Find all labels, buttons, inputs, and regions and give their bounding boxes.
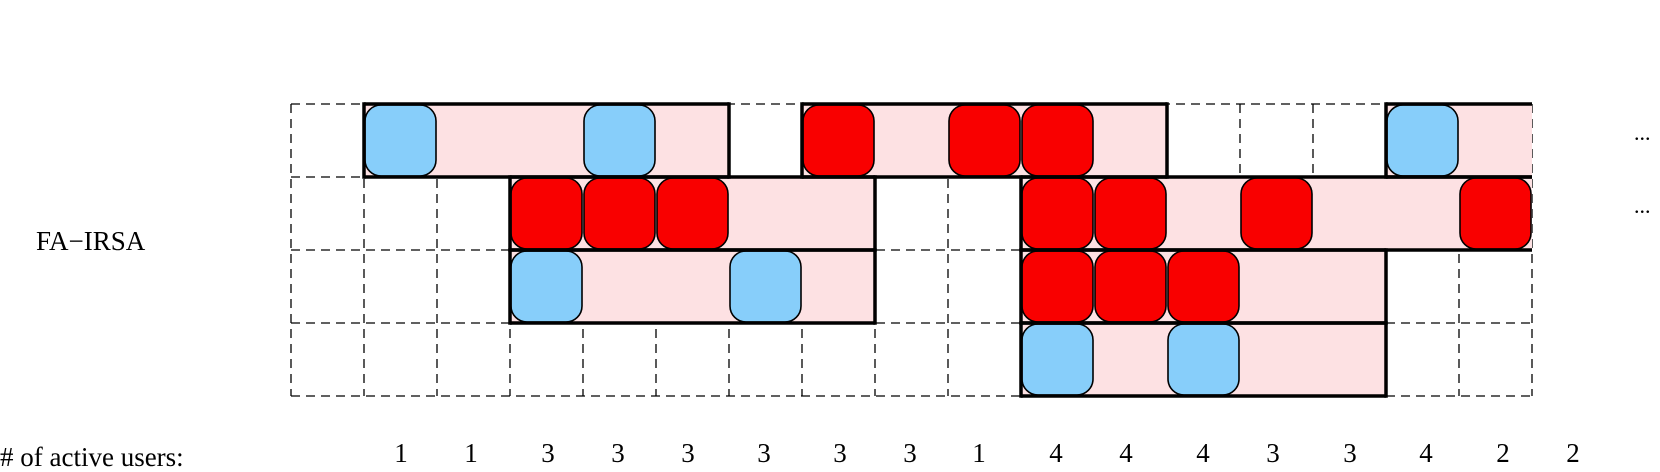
continuation-marker-row-1: ...	[1634, 120, 1651, 145]
replica-packet	[948, 104, 1021, 177]
active-user-count: 1	[972, 438, 986, 468]
start-marker-packet	[364, 104, 437, 177]
replica-packet	[1167, 250, 1240, 323]
scheme-label: FA−IRSA	[36, 226, 146, 256]
active-user-count: 3	[681, 438, 695, 468]
active-user-count: 1	[394, 438, 408, 468]
active-user-count: 1	[464, 438, 478, 468]
frame-borders-layer	[362, 102, 1532, 398]
active-user-count: 3	[1266, 438, 1280, 468]
active-user-count: 3	[541, 438, 555, 468]
start-marker-packet	[583, 104, 656, 177]
replica-packet	[1021, 177, 1094, 250]
active-user-counts: 1 1 3 3 3 3 3 3 1 4 4 4 3 3 4 2 2	[394, 438, 1580, 468]
active-user-count: 4	[1419, 438, 1433, 468]
start-marker-packet	[1386, 104, 1459, 177]
active-user-count: 2	[1566, 438, 1580, 468]
replica-packet	[1021, 250, 1094, 323]
active-users-label: # of active users:	[0, 442, 184, 472]
start-marker-packet	[1167, 323, 1240, 396]
continuation-marker-row-2: ...	[1634, 193, 1651, 218]
active-user-count: 3	[757, 438, 771, 468]
active-user-count: 2	[1496, 438, 1510, 468]
active-user-count: 3	[833, 438, 847, 468]
start-marker-packet	[1021, 323, 1094, 396]
replica-packet	[583, 177, 656, 250]
packets-layer	[364, 104, 1532, 396]
replica-packet	[510, 177, 583, 250]
start-marker-packet	[510, 250, 583, 323]
replica-packet	[1094, 250, 1167, 323]
replica-packet	[802, 104, 875, 177]
active-user-count: 3	[1343, 438, 1357, 468]
replica-packet	[656, 177, 729, 250]
active-user-count: 3	[903, 438, 917, 468]
replica-packet	[1240, 177, 1313, 250]
active-user-count: 4	[1049, 438, 1063, 468]
replica-packet	[1459, 177, 1532, 250]
active-user-count: 3	[611, 438, 625, 468]
replica-packet	[1021, 104, 1094, 177]
replica-packet	[1094, 177, 1167, 250]
start-marker-packet	[729, 250, 802, 323]
active-user-count: 4	[1196, 438, 1210, 468]
active-user-count: 4	[1119, 438, 1133, 468]
